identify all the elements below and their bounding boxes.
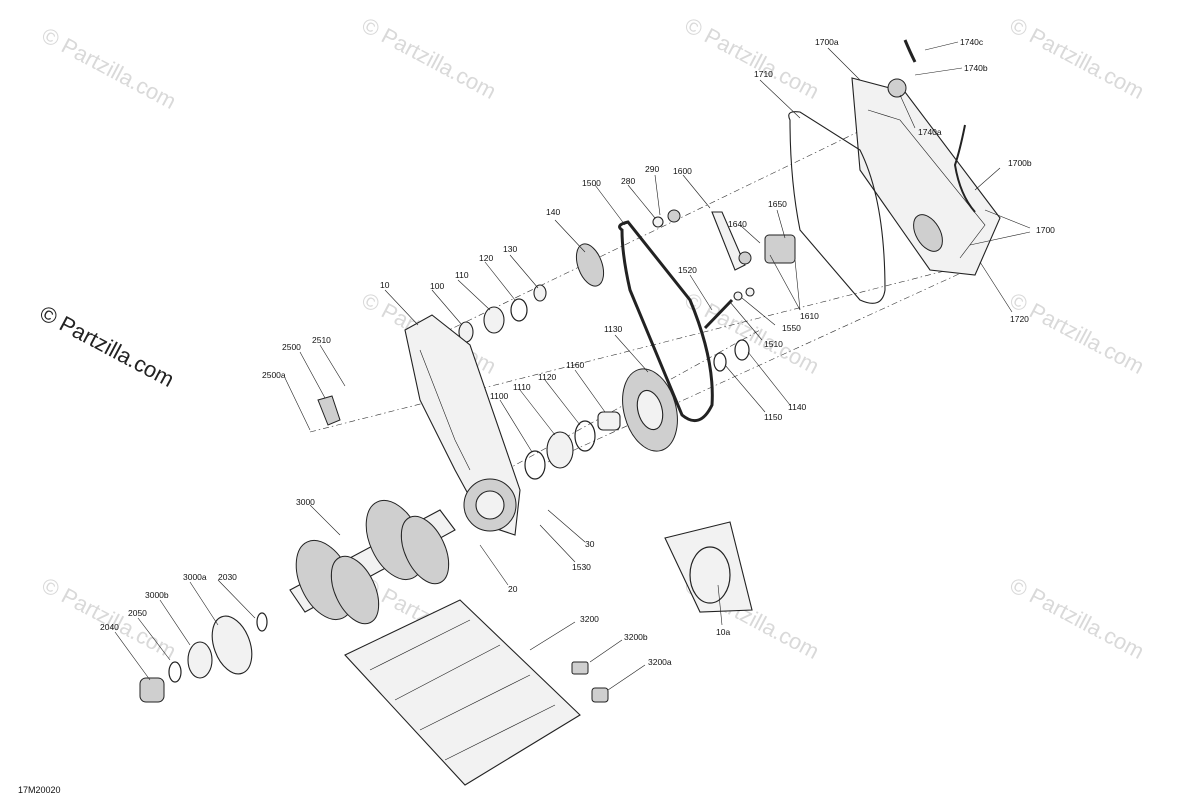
watermark: © Partzilla.com [38, 572, 181, 664]
washer-280 [652, 216, 664, 228]
nut-290 [667, 209, 681, 223]
callout-1110: 1110 [513, 382, 531, 392]
bearing-110 [483, 306, 505, 334]
watermark: © Partzilla.com [358, 12, 501, 104]
ring-1150 [713, 352, 727, 372]
gasket-1710 [788, 111, 886, 304]
callout-120: 120 [479, 253, 493, 263]
ring-2030 [256, 612, 268, 632]
callout-100: 100 [430, 281, 444, 291]
callout-1130: 1130 [604, 324, 623, 334]
shaft-3000 [289, 499, 456, 625]
callout-2500a: 2500a [262, 370, 286, 380]
callout-1720: 1720 [1010, 314, 1029, 324]
callout-1140: 1140 [788, 402, 807, 412]
ring-1140 [734, 339, 750, 361]
callout-30: 30 [585, 539, 595, 549]
spacer-130 [533, 284, 547, 302]
callout-3200: 3200 [580, 614, 599, 624]
callout-1150: 1150 [764, 412, 783, 422]
callout-20: 20 [508, 584, 518, 594]
plate-3000a [211, 615, 253, 675]
ring-120 [510, 298, 528, 322]
case-10 [404, 314, 521, 536]
ring-1120 [574, 420, 596, 452]
watermark: © Partzilla.com [1006, 287, 1149, 379]
callout-1640: 1640 [728, 219, 747, 229]
callout-1650: 1650 [768, 199, 787, 209]
bearing-3000b [187, 641, 213, 679]
callout-140: 140 [546, 207, 560, 217]
callout-1530: 1530 [572, 562, 591, 572]
callout-3000: 3000 [296, 497, 315, 507]
callout-1700: 1700 [1036, 225, 1055, 235]
cap-2040 [139, 677, 165, 703]
callout-3200b: 3200b [624, 632, 648, 642]
callout-1500: 1500 [582, 178, 601, 188]
watermark: © Partzilla.com [1006, 12, 1149, 104]
callout-2050: 2050 [128, 608, 147, 618]
callout-130: 130 [503, 244, 517, 254]
callout-280: 280 [621, 176, 635, 186]
callout-1600: 1600 [673, 166, 692, 176]
watermark-prominent: © Partzilla.com [36, 300, 179, 392]
washer-1550 [745, 287, 755, 297]
callout-1120: 1120 [538, 372, 557, 382]
callout-2030: 2030 [218, 572, 237, 582]
tensioner-1600 [711, 211, 796, 271]
callout-3200a: 3200a [648, 657, 672, 667]
callout-2500: 2500 [282, 342, 301, 352]
slider-3200b [571, 661, 589, 675]
guide-3200 [344, 599, 581, 786]
plate-10a [664, 521, 753, 613]
callout-1160: 1160 [566, 360, 585, 370]
sprocket-140 [575, 243, 605, 287]
callout-1740b: 1740b [964, 63, 988, 73]
callout-1100: 1100 [490, 391, 509, 401]
callout-1510: 1510 [764, 339, 783, 349]
leader-lines [114, 41, 1031, 691]
cover-1700 [851, 77, 1001, 276]
callout-1520: 1520 [678, 265, 697, 275]
bearing-1110 [546, 431, 574, 469]
watermark: © Partzilla.com [1006, 572, 1149, 664]
callout-2510: 2510 [312, 335, 331, 345]
callout-1700a: 1700a [815, 37, 839, 47]
callout-110: 110 [455, 270, 469, 280]
ring-1100 [524, 450, 546, 480]
hose-1740c [903, 39, 917, 63]
callout-1710: 1710 [754, 69, 773, 79]
callout-10: 10 [380, 280, 390, 290]
callout-1610: 1610 [800, 311, 819, 321]
callout-1550: 1550 [782, 323, 801, 333]
watermark: © Partzilla.com [681, 12, 824, 104]
spacer-1160 [597, 411, 621, 431]
slider-3200a [591, 687, 609, 703]
gear-1130 [622, 368, 678, 452]
callout-1740c: 1740c [960, 37, 984, 47]
ring-2050 [168, 661, 182, 683]
bracket-2500 [317, 395, 341, 426]
watermark: © Partzilla.com [38, 22, 181, 114]
watermark-layer: © Partzilla.com © Partzilla.com © Partzi… [36, 12, 1149, 664]
callout-3000a: 3000a [183, 572, 207, 582]
washer-1510 [733, 291, 743, 301]
pin-1520 [703, 298, 734, 330]
harness-1700b [953, 124, 976, 213]
callout-290: 290 [645, 164, 659, 174]
callout-10a: 10a [716, 627, 730, 637]
callout-2040: 2040 [100, 622, 119, 632]
diagram-code: 17M20020 [18, 785, 61, 795]
callout-1740a: 1740a [918, 127, 942, 137]
callout-1700b: 1700b [1008, 158, 1032, 168]
callout-3000b: 3000b [145, 590, 169, 600]
callout-labels: 1740c 1740b 1700a 1740a 1710 1700b 1700 … [100, 37, 1055, 667]
